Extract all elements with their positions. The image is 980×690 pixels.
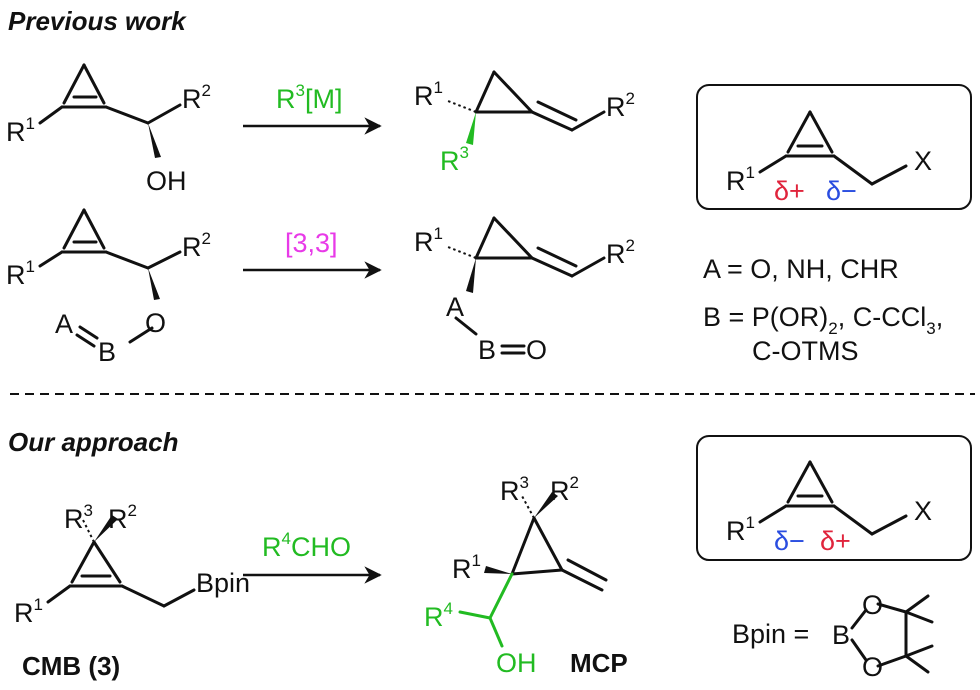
- r3-label-g: R3: [500, 473, 529, 506]
- oxygen-bottom-label: O: [862, 652, 883, 682]
- a-label-c: A: [55, 309, 73, 339]
- r1-label-e: R1: [726, 163, 755, 196]
- polarity-cyclopropene-1: [758, 110, 908, 186]
- b-label-d: B: [478, 335, 496, 365]
- r1-label-h: R1: [726, 513, 755, 546]
- our-approach-heading: Our approach: [8, 427, 178, 457]
- a-label-d: A: [446, 292, 464, 322]
- r1-label-a: R1: [6, 114, 35, 147]
- x-label-h: X: [914, 496, 932, 526]
- r4-label-g: R4: [424, 599, 453, 632]
- b-label-c: B: [98, 337, 116, 367]
- alkylidenecyclopropane-product-2: [447, 216, 606, 355]
- r2-label-f: R2: [108, 501, 137, 534]
- oxygen-top-label: O: [862, 590, 883, 620]
- previous-work-heading: Previous work: [8, 6, 187, 36]
- r1-label-c: R1: [6, 257, 35, 290]
- cyclopropenyl-ester-substrate: [38, 208, 182, 348]
- r2-label-b: R2: [606, 89, 635, 122]
- reagent-sigmatropic: [3,3]: [285, 228, 338, 258]
- r2-label-a: R2: [182, 81, 211, 114]
- polarity-box-previous: [696, 84, 972, 210]
- delta-minus-e: δ−: [826, 176, 857, 206]
- cyclopropenyl-carbinol-1: [38, 63, 182, 158]
- delta-minus-h: δ−: [774, 526, 805, 556]
- o-label-c: O: [145, 308, 166, 338]
- reagent-organometallic: R3[M]: [276, 81, 342, 114]
- o-label-d: O: [526, 335, 547, 365]
- polarity-box-ours: [696, 435, 972, 561]
- cmb-compound-label: CMB (3): [22, 651, 120, 681]
- r2-label-c: R2: [182, 229, 211, 262]
- reagent-aldehyde: R4CHO: [262, 529, 351, 562]
- polarity-cyclopropene-2: [758, 460, 908, 536]
- r3-label-f: R3: [64, 501, 93, 534]
- b-definition-line1: B = P(OR)2, C-CCl3,: [703, 302, 943, 338]
- r1-label-f: R1: [14, 595, 43, 628]
- pinacol-boronate-structure: [850, 594, 934, 674]
- delta-plus-h: δ+: [820, 526, 851, 556]
- r1-label-b: R1: [414, 78, 443, 111]
- boron-atom-label: B: [832, 620, 850, 650]
- a-definition: A = O, NH, CHR: [703, 254, 899, 284]
- r2-label-d: R2: [606, 236, 635, 269]
- mcp-compound-label: MCP: [570, 648, 628, 678]
- r3-label-b: R3: [440, 143, 469, 176]
- mcp-structure: [458, 492, 608, 648]
- bpin-equals-label: Bpin =: [732, 619, 809, 649]
- oh-label-a: OH: [146, 166, 187, 196]
- x-label-e: X: [914, 146, 932, 176]
- r1-label-g: R1: [452, 551, 481, 584]
- b-definition-line2: C-OTMS: [752, 336, 858, 366]
- bpin-label-f: Bpin: [196, 568, 250, 598]
- r2-label-g: R2: [550, 473, 579, 506]
- delta-plus-e: δ+: [774, 176, 805, 206]
- r1-label-d: R1: [414, 224, 443, 257]
- oh-label-g: OH: [496, 648, 537, 678]
- cmb-structure: [46, 515, 196, 608]
- alkylidenecyclopropane-product-1: [447, 70, 606, 145]
